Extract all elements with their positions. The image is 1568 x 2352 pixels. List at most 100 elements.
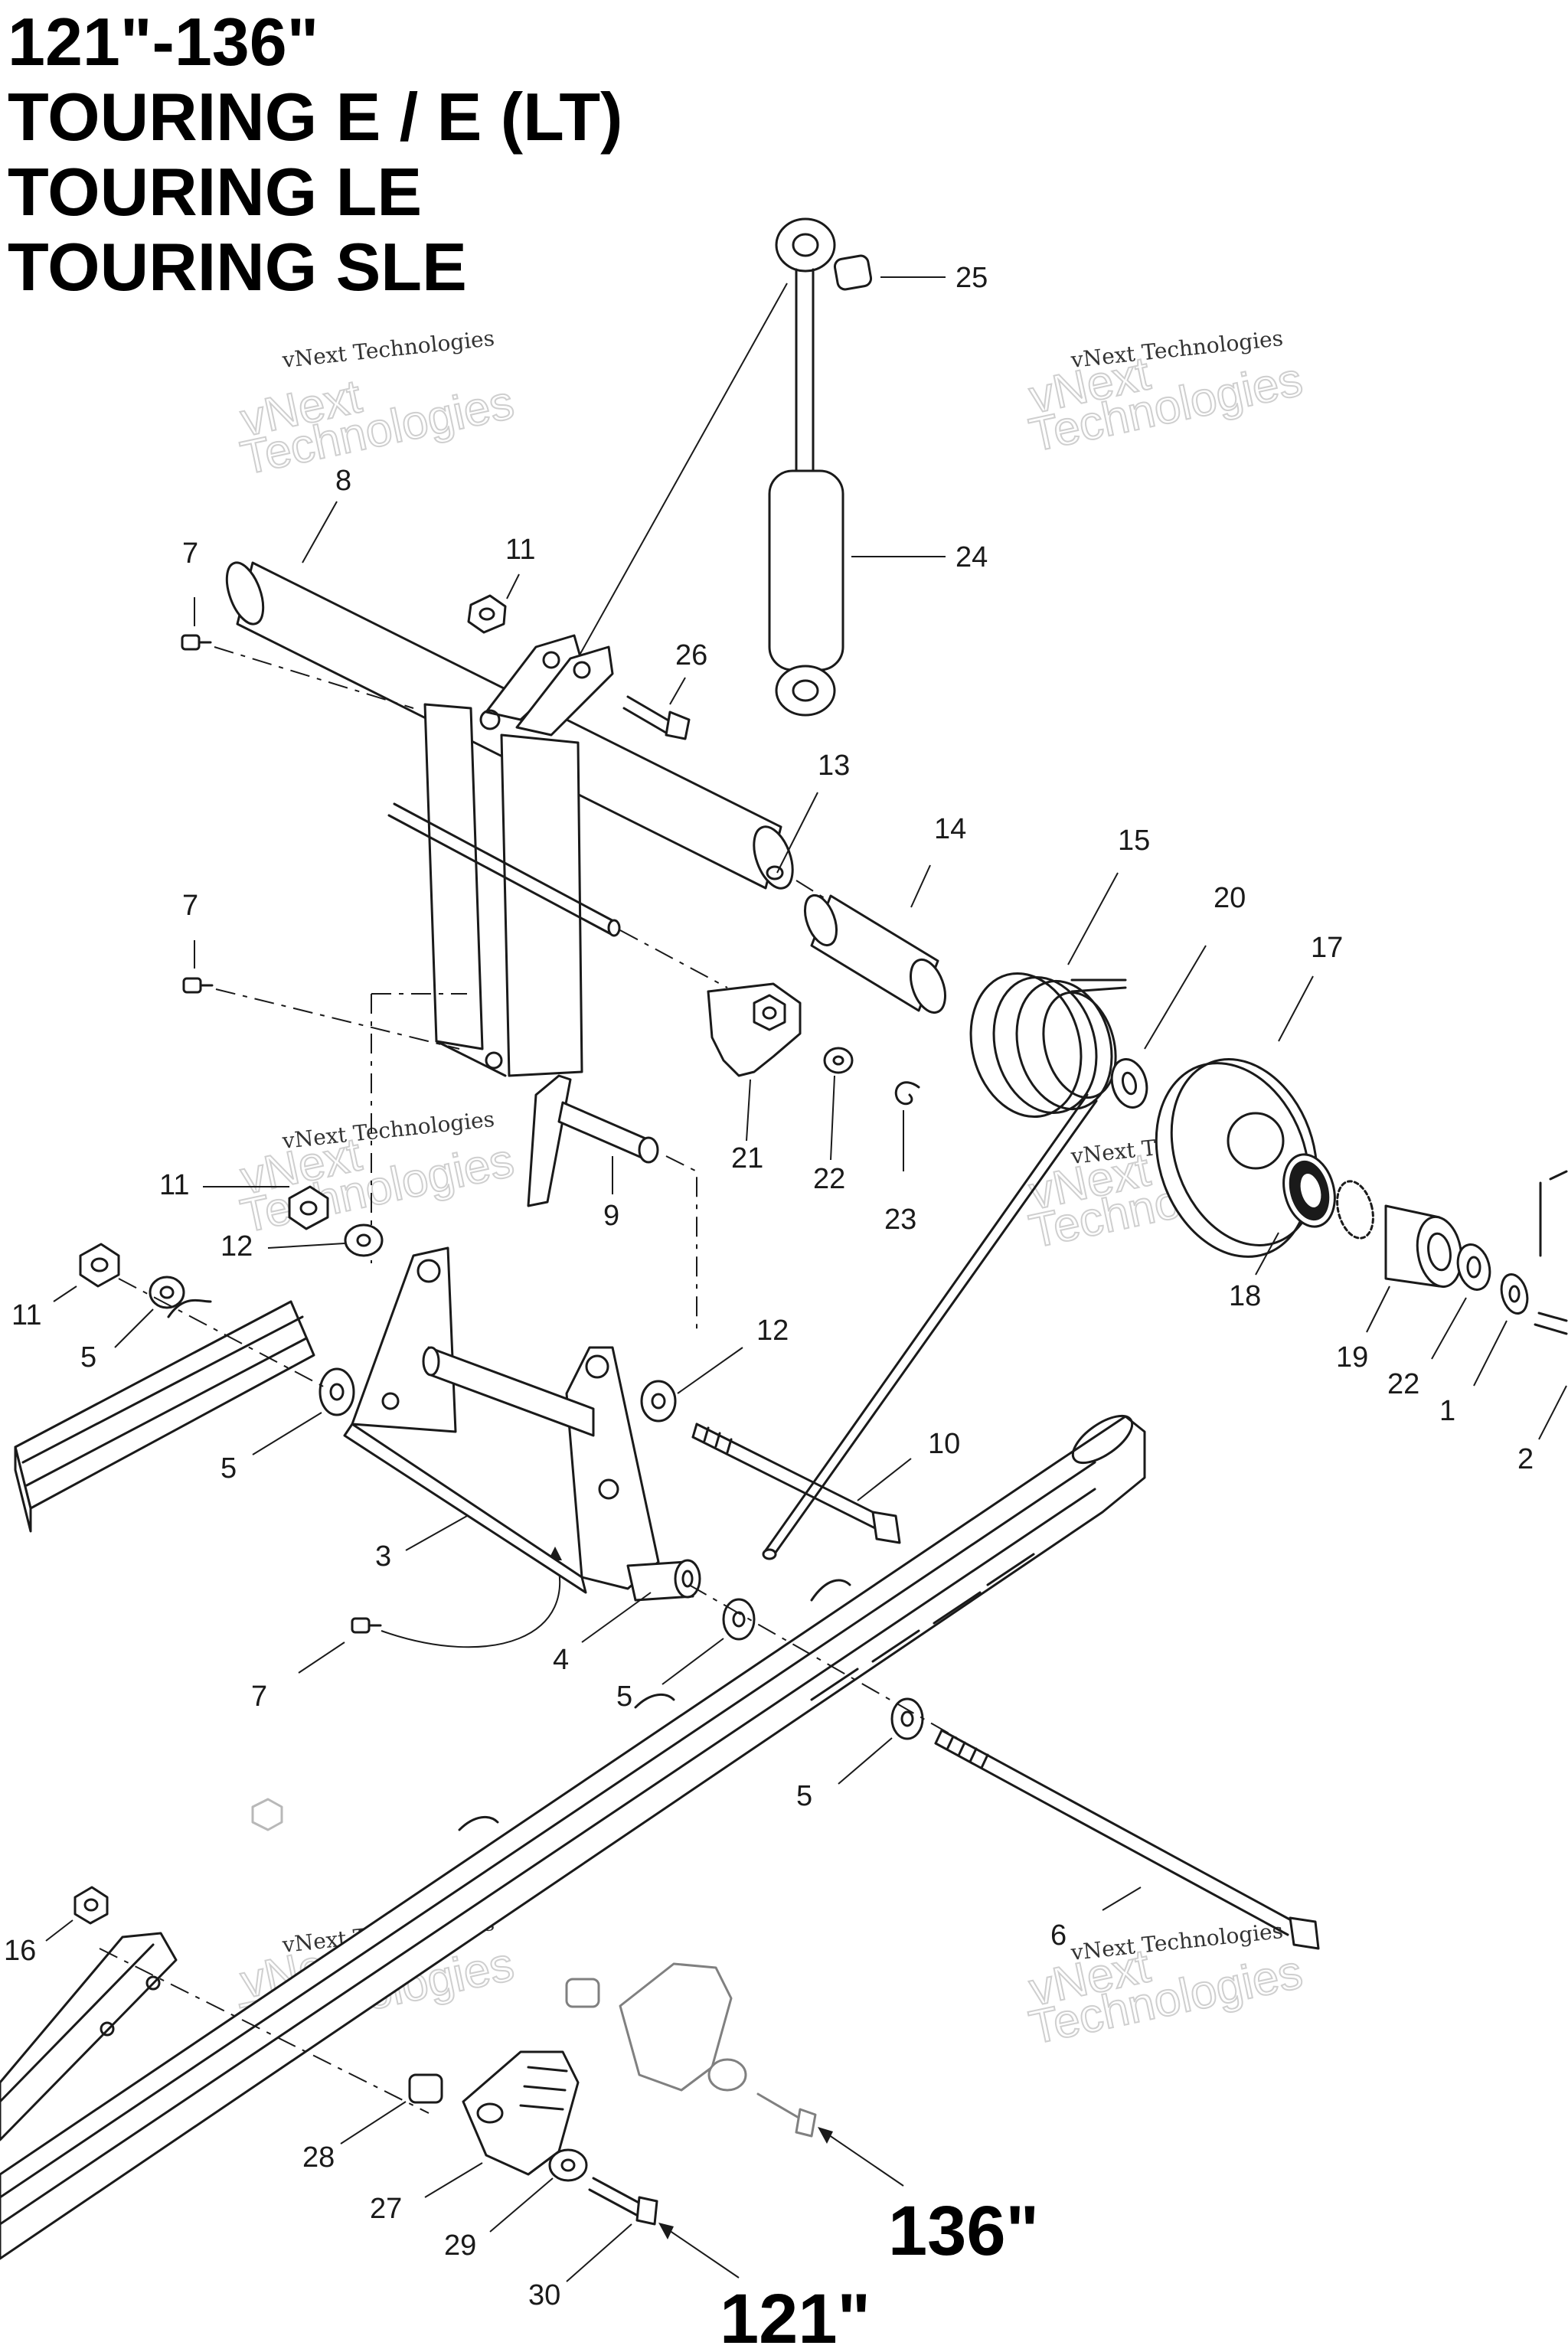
part-18-bearing bbox=[1255, 1153, 1336, 1276]
part-29-washer bbox=[489, 2148, 588, 2233]
part-5-washer-b bbox=[252, 1367, 355, 1455]
callout-28: 28 bbox=[302, 2141, 335, 2174]
part-22-washer-mid bbox=[823, 1047, 854, 1161]
part-27-slider-shoe bbox=[424, 2050, 580, 2198]
callout-29: 29 bbox=[444, 2230, 476, 2262]
right-rail bbox=[0, 1414, 1146, 2260]
callout-12b: 12 bbox=[756, 1315, 789, 1347]
callout-12: 12 bbox=[220, 1230, 253, 1263]
part-10-bolt bbox=[691, 1423, 912, 1544]
long-rod bbox=[387, 802, 728, 988]
watermark-3: vNext Technologies vNext Technologies bbox=[236, 1106, 519, 1244]
part-2-bolt bbox=[1534, 1170, 1568, 1440]
label-121: 121" bbox=[720, 2280, 871, 2352]
title-line-4: TOURING SLE bbox=[8, 229, 467, 305]
callout-3: 3 bbox=[375, 1540, 391, 1573]
callout-1: 1 bbox=[1439, 1395, 1455, 1427]
callout-30: 30 bbox=[528, 2279, 560, 2311]
part-9-pivot-pin bbox=[527, 1074, 659, 1207]
arrow-121 bbox=[658, 2223, 740, 2278]
leader-13 bbox=[776, 792, 818, 874]
title-line-1: 121"-136" bbox=[8, 4, 319, 80]
callout-21: 21 bbox=[731, 1142, 763, 1174]
part-17-idler-wheel bbox=[1155, 975, 1318, 1258]
label-136: 136" bbox=[888, 2192, 1039, 2270]
callout-2: 2 bbox=[1517, 1443, 1534, 1475]
callout-20: 20 bbox=[1214, 882, 1246, 914]
axis-13-14 bbox=[795, 880, 828, 900]
watermark-6: vNext Technologies vNext Technologies bbox=[1024, 1918, 1308, 2056]
callout-labels: 25 24 8 11 7 26 13 14 15 20 17 7 21 22 2… bbox=[4, 262, 1534, 2311]
callout-18: 18 bbox=[1229, 1280, 1261, 1312]
slider-136-group bbox=[565, 1962, 817, 2138]
callout-11: 11 bbox=[505, 534, 535, 566]
callout-25: 25 bbox=[956, 262, 988, 294]
part-7-grease-fitting-top bbox=[181, 597, 414, 709]
callout-8: 8 bbox=[335, 465, 351, 497]
callout-15: 15 bbox=[1118, 825, 1150, 857]
part-7-grease-fitting-low bbox=[298, 1547, 562, 1674]
part-5-washer-c bbox=[662, 1598, 756, 1685]
part-30-screw bbox=[566, 2177, 658, 2282]
part-6-long-bolt bbox=[934, 1729, 1320, 1950]
callout-10: 10 bbox=[928, 1428, 960, 1460]
link-plates bbox=[479, 634, 614, 737]
callout-5b: 5 bbox=[220, 1452, 237, 1485]
callout-22: 22 bbox=[813, 1163, 845, 1195]
callout-23: 23 bbox=[884, 1204, 916, 1236]
title-line-3: TOURING LE bbox=[8, 154, 423, 230]
callout-24: 24 bbox=[956, 541, 988, 573]
part-5-washer-d bbox=[838, 1697, 924, 1785]
callout-17: 17 bbox=[1311, 932, 1343, 964]
snap-ring bbox=[1336, 1180, 1374, 1240]
part-1-lock-washer bbox=[1473, 1273, 1529, 1387]
callout-9: 9 bbox=[603, 1200, 619, 1232]
part-22-washer-right bbox=[1431, 1243, 1491, 1360]
watermark-1: vNext Technologies vNext Technologies bbox=[236, 325, 519, 486]
part-20-washer bbox=[1110, 945, 1207, 1109]
faded-nut bbox=[251, 1798, 283, 1831]
part-12-washer-lower bbox=[640, 1347, 743, 1423]
part-7-grease-fitting-mid bbox=[182, 940, 460, 1050]
callout-5c: 5 bbox=[616, 1681, 632, 1713]
part-5-washer-a bbox=[114, 1276, 185, 1348]
part-26-bolt bbox=[622, 677, 691, 740]
callout-16: 16 bbox=[4, 1935, 36, 1967]
callout-11b: 11 bbox=[159, 1169, 189, 1201]
watermark-2: vNext Technologies vNext Technologies bbox=[1024, 325, 1308, 463]
callout-13: 13 bbox=[818, 750, 850, 782]
callout-5d: 5 bbox=[796, 1780, 812, 1812]
part-3-bracket bbox=[343, 1246, 660, 1594]
part-11-nut-mid bbox=[203, 1185, 329, 1230]
callout-26: 26 bbox=[675, 639, 707, 671]
callout-4: 4 bbox=[553, 1644, 569, 1676]
part-23-clip bbox=[894, 1081, 920, 1171]
title-block: 121"-136" TOURING E / E (LT) TOURING LE … bbox=[8, 5, 622, 305]
callout-14: 14 bbox=[934, 813, 966, 845]
arrow-136 bbox=[818, 2127, 904, 2187]
callout-5: 5 bbox=[80, 1341, 96, 1374]
part-16-nut bbox=[45, 1886, 109, 1942]
part-15-torsion-spring bbox=[762, 872, 1127, 1560]
part-11-nut-left bbox=[53, 1243, 120, 1302]
shock-guide-line bbox=[562, 283, 788, 686]
callout-7b: 7 bbox=[182, 890, 198, 922]
part-21-clamp bbox=[707, 982, 802, 1142]
dashed-outline-9 bbox=[371, 993, 697, 1332]
callout-19: 19 bbox=[1336, 1341, 1368, 1374]
swing-arm bbox=[423, 703, 583, 1077]
part-11-nut-top bbox=[467, 573, 520, 634]
left-rail bbox=[14, 1278, 330, 1533]
part-8-cross-shaft bbox=[225, 501, 794, 890]
part-12-washer-upper bbox=[267, 1223, 384, 1257]
callout-27: 27 bbox=[370, 2193, 402, 2225]
callout-11c: 11 bbox=[11, 1299, 41, 1331]
callout-7c: 7 bbox=[251, 1681, 267, 1713]
part-24-shock-absorber bbox=[768, 217, 946, 717]
callout-22b: 22 bbox=[1387, 1368, 1419, 1400]
part-25-bushing bbox=[833, 254, 946, 291]
part-19-spacer bbox=[1366, 1204, 1463, 1333]
part-14-spacer-tube bbox=[803, 864, 946, 1014]
part-28-bushing bbox=[340, 2073, 443, 2145]
